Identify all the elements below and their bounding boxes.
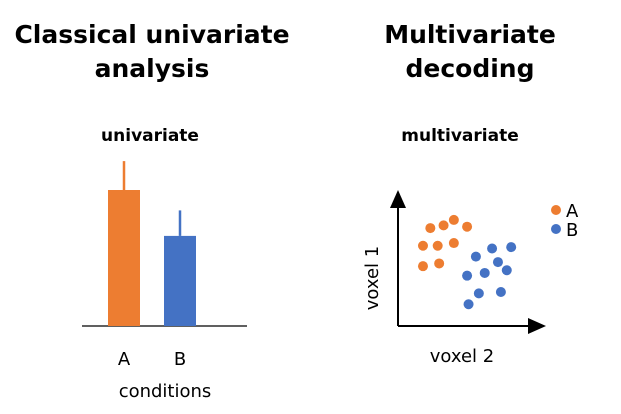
scatter-point-a — [434, 258, 445, 269]
scatter-ylabel: voxel 1 — [362, 246, 383, 310]
heading-line-1: Classical univariate — [14, 20, 290, 49]
scatter-xlabel: voxel 2 — [430, 346, 494, 367]
multivariate-decoding-heading: Multivariate decoding — [360, 18, 580, 86]
scatter-point-b — [492, 257, 503, 268]
univariate-subtitle: univariate — [101, 126, 199, 146]
scatter-point-a — [417, 261, 428, 272]
scatter-point-a — [438, 220, 449, 231]
scatter-point-b — [495, 287, 506, 297]
scatter-point-b — [473, 288, 484, 299]
bar-chart-xlabel: conditions — [119, 381, 212, 402]
scatter-point-b — [463, 299, 474, 310]
scatter-point-b — [506, 242, 517, 253]
scatter-point-a — [448, 214, 459, 225]
multivariate-subtitle: multivariate — [401, 126, 519, 146]
scatter-y-axis-arrowhead — [390, 190, 406, 208]
scatter-point-b — [479, 267, 490, 278]
scatter-points — [417, 214, 517, 310]
scatter-legend: AB — [551, 201, 579, 241]
scatter-point-b — [462, 270, 473, 281]
scatter-point-a — [425, 223, 436, 234]
scatter-point-a — [432, 240, 443, 251]
heading-line-1: Multivariate — [384, 20, 556, 49]
scatter-point-b — [487, 243, 498, 254]
scatter-point-b — [501, 265, 512, 276]
heading-line-2: analysis — [94, 54, 210, 83]
legend-label-a: A — [566, 201, 579, 222]
bar-tick-label-b: B — [174, 349, 186, 370]
legend-marker-b — [551, 224, 561, 234]
scatter-point-a — [417, 240, 428, 251]
scatter-x-axis-arrowhead — [528, 318, 546, 334]
scatter-point-b — [470, 251, 481, 262]
scatter-point-a — [462, 221, 473, 232]
univariate-analysis-heading: Classical univariate analysis — [10, 18, 294, 86]
legend-label-b: B — [566, 220, 578, 241]
heading-line-2: decoding — [405, 54, 535, 83]
bar-b — [164, 235, 196, 326]
bar-tick-label-a: A — [118, 349, 131, 370]
bar-a — [108, 190, 140, 326]
legend-marker-a — [551, 205, 561, 215]
bars-group — [108, 161, 196, 326]
scatter-chart: voxel 2 voxel 1 AB — [362, 190, 579, 367]
scatter-point-a — [448, 238, 459, 249]
